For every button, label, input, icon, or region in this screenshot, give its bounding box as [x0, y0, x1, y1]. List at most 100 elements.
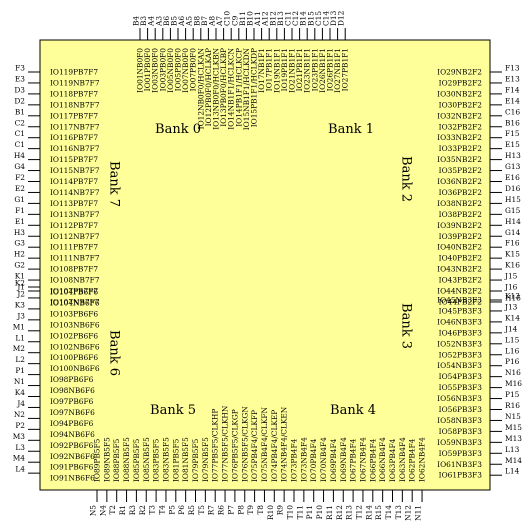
- signal-label: IO14NB1F1/HCLKCN: [227, 47, 236, 129]
- pin-number: H15: [505, 195, 521, 204]
- pin-number: H2: [14, 250, 25, 259]
- pin-number: N11: [414, 505, 423, 521]
- pin-number: D16: [505, 184, 521, 193]
- signal-label: IO117NB7F7: [50, 122, 100, 131]
- signal-label: IO117PB7F7: [50, 111, 98, 120]
- pin-number: J3: [16, 311, 25, 320]
- signal-label: IO30NB2F2: [437, 89, 482, 98]
- bank-0-label: Bank 0: [155, 122, 201, 137]
- signal-label: IO115NB7F7: [50, 166, 100, 175]
- signal-label: IO44NB2F2: [437, 287, 482, 296]
- signal-label: IO100NB6F6: [50, 364, 100, 373]
- signal-label: IO119PB7F7: [50, 68, 98, 77]
- signal-label: IO39NB2F2: [437, 221, 482, 230]
- signal-label: IO55PB3F3: [439, 383, 483, 392]
- signal-label: IO43PB2F2: [439, 276, 482, 285]
- signal-label: IO73NB4F4: [299, 437, 308, 482]
- signal-label: IO01NB0F0: [136, 48, 145, 93]
- signal-label: IO75NB4F4/CLKFN: [260, 406, 269, 482]
- signal-label: IO107NB7F7: [50, 297, 100, 306]
- bank-2-label: Bank 2: [399, 156, 414, 202]
- pin-number: B11: [238, 11, 247, 26]
- right-pin-group: F13E13F14E14C16B16F15E15H13G13E16D16H15G…: [437, 64, 522, 480]
- signal-label: IO62PB4F4: [408, 438, 417, 482]
- signal-label: IO103NB6F6: [50, 320, 100, 329]
- signal-label: IO104PB6F6: [50, 288, 98, 297]
- pin-number: G4: [14, 162, 25, 171]
- signal-label: IO69NB4F4: [339, 437, 348, 482]
- pin-number: C16: [505, 107, 520, 116]
- package-body: [39, 39, 491, 491]
- pin-number: R2: [138, 505, 147, 515]
- signal-label: IO77PB5F5/CLKHP: [211, 409, 220, 482]
- signal-label: IO43NB2F2: [437, 265, 482, 274]
- pin-number: B10: [246, 11, 255, 26]
- pin-number: B3: [139, 16, 148, 26]
- pin-number: C9: [230, 15, 239, 26]
- signal-label: IO07NB0F0: [181, 48, 190, 93]
- pin-number: L2: [15, 355, 25, 364]
- signal-label: IO70PB4F4: [309, 438, 318, 482]
- signal-label: IO32NB2F2: [437, 111, 482, 120]
- signal-label: IO13PB0F0/HCLKBP: [219, 48, 228, 127]
- signal-label: IO76NB5F5/CLKGN: [240, 406, 249, 482]
- signal-label: IO89PB5F5: [93, 438, 102, 482]
- signal-label: IO70NB4F4: [319, 437, 328, 482]
- signal-label: IO61NB3F3: [437, 460, 482, 469]
- pin-number: M4: [13, 454, 26, 463]
- bank-5-label: Bank 5: [150, 403, 196, 418]
- pin-number: F14: [505, 85, 520, 94]
- signal-label: IO111PB7F7: [50, 243, 98, 252]
- pin-number: P8: [236, 505, 245, 515]
- signal-label: IO13NB0F0/HCLKBN: [212, 47, 221, 129]
- signal-label: IO58NB3F3: [437, 416, 482, 425]
- signal-label: IO58PB3F3: [439, 427, 483, 436]
- pin-number: P2: [15, 421, 25, 430]
- signal-label: IO19NB1F1: [272, 48, 281, 93]
- pin-number: M14: [505, 456, 522, 465]
- pin-number: G3: [14, 239, 25, 248]
- signal-label: IO91PB6F6: [50, 463, 94, 472]
- pin-number: N15: [505, 412, 521, 421]
- pin-number: T13: [394, 505, 403, 520]
- pin-number: J13: [504, 302, 518, 311]
- pin-number: C14: [322, 11, 331, 26]
- signal-label: IO92PB6F6: [50, 441, 94, 450]
- pin-number: H4: [14, 151, 25, 160]
- signal-label: IO100PB6F6: [50, 353, 98, 362]
- pin-number: R3: [128, 505, 137, 516]
- signal-label: IO38PB2F2: [439, 210, 482, 219]
- pin-number: P5: [167, 505, 176, 515]
- pin-number: D3: [14, 85, 25, 94]
- signal-label: IO03PB0F0: [158, 48, 167, 92]
- pin-number: E15: [505, 140, 520, 149]
- pin-number: M1: [13, 322, 25, 331]
- pin-number: A6: [177, 16, 186, 27]
- pin-number: F1: [15, 206, 25, 215]
- signal-label: IO116NB7F7: [50, 144, 100, 153]
- pin-number: M3: [13, 432, 26, 441]
- pin-number: N4: [98, 505, 107, 516]
- pin-number: R13: [345, 505, 354, 520]
- pin-number: E2: [15, 184, 25, 193]
- signal-label: IO108PB7F7: [50, 265, 98, 274]
- signal-label: IO45PB3F3: [439, 306, 483, 315]
- signal-label: IO103PB6F6: [50, 309, 98, 318]
- pin-number: T12: [354, 505, 363, 519]
- signal-label: IO54NB3F3: [437, 361, 482, 370]
- signal-label: IO85PB5F5: [132, 438, 141, 482]
- pin-number: T4: [157, 505, 166, 515]
- signal-label: IO29PB2F2: [439, 78, 482, 87]
- signal-label: IO115PB7F7: [50, 155, 98, 164]
- signal-label: IO63PB4F4: [388, 438, 397, 482]
- pin-number: E16: [505, 173, 520, 182]
- signal-label: IO77NB5F5/CLKHN: [221, 405, 230, 482]
- pin-number: M13: [505, 434, 522, 443]
- signal-label: IO52NB3F3: [437, 339, 482, 348]
- signal-label: IO67NB4F4: [358, 437, 367, 482]
- signal-label: IO35PB2F2: [439, 166, 482, 175]
- pin-number: H3: [14, 228, 25, 237]
- pin-number: K13: [505, 292, 520, 301]
